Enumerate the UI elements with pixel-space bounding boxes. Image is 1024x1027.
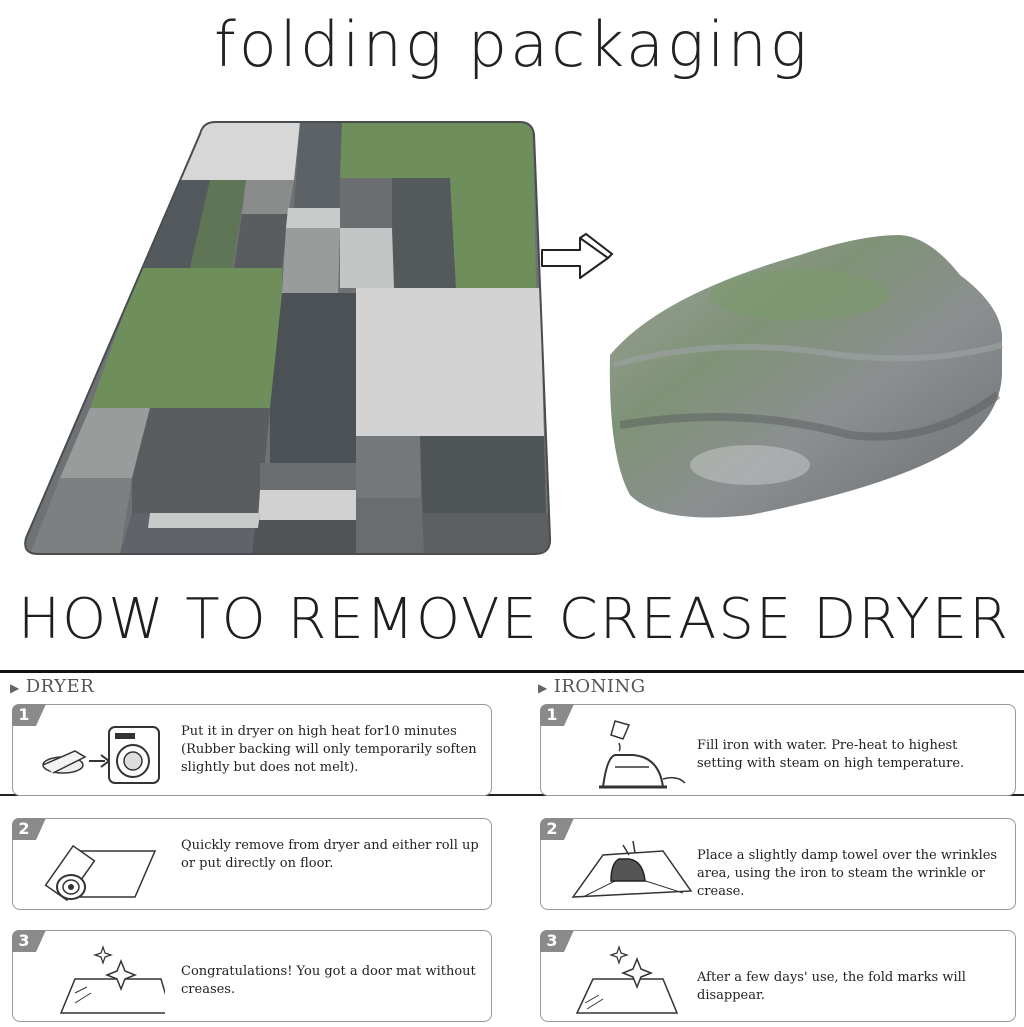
step-number: 2: [540, 818, 574, 840]
step-text: Put it in dryer on high heat for10 minut…: [181, 724, 477, 775]
triangle-icon: ▶: [538, 681, 548, 695]
top-title: folding packaging: [214, 8, 810, 81]
section-title: HOW TO REMOVE CREASE DRYER: [18, 587, 1011, 652]
step-number: 3: [540, 930, 574, 952]
dryer-step-3: 3 Congratulations! You got a door mat wi…: [12, 930, 492, 1022]
iron-towel-icon: [563, 831, 693, 903]
ironing-step-3: 3 After a few days' use, the fold marks …: [540, 930, 1016, 1022]
rolled-mat-icon: [35, 831, 165, 903]
step-text: Congratulations! You got a door mat with…: [181, 964, 476, 997]
ironing-heading: ▶ IRONING: [538, 676, 646, 697]
ironing-step-1: 1 Fill iron with water. Pre-heat to high…: [540, 704, 1016, 796]
step-number: 2: [12, 818, 46, 840]
step-text: Place a slightly damp towel over the wri…: [697, 848, 998, 899]
dryer-heading-label: DRYER: [25, 676, 95, 697]
folded-mat-image: [600, 225, 1010, 525]
step-number: 1: [12, 704, 46, 726]
sparkle-mat-icon: [563, 943, 693, 1015]
instructions-panel: [0, 670, 1024, 1027]
iron-water-icon: [563, 717, 693, 789]
triangle-icon: ▶: [10, 681, 20, 695]
right-arrow-icon: [536, 228, 616, 288]
ironing-heading-label: IRONING: [553, 676, 646, 697]
panel-divider: [0, 794, 1024, 796]
step-text: Fill iron with water. Pre-heat to highes…: [697, 738, 965, 771]
dryer-step-1: 1 Put it in dryer on high heat for10 min…: [12, 704, 492, 796]
step-text: Quickly remove from dryer and either rol…: [181, 838, 479, 871]
step-number: 1: [540, 704, 574, 726]
dryer-heading: ▶ DRYER: [10, 676, 94, 697]
ironing-step-2: 2 Place a slightly damp towel over the w…: [540, 818, 1016, 910]
dryer-step-2: 2 Quickly remove from dryer and either r…: [12, 818, 492, 910]
dryer-icon: [35, 717, 165, 789]
sparkle-mat-icon: [35, 943, 173, 1015]
step-number: 3: [12, 930, 46, 952]
mat-image: [20, 118, 560, 558]
step-text: After a few days' use, the fold marks wi…: [697, 970, 966, 1003]
